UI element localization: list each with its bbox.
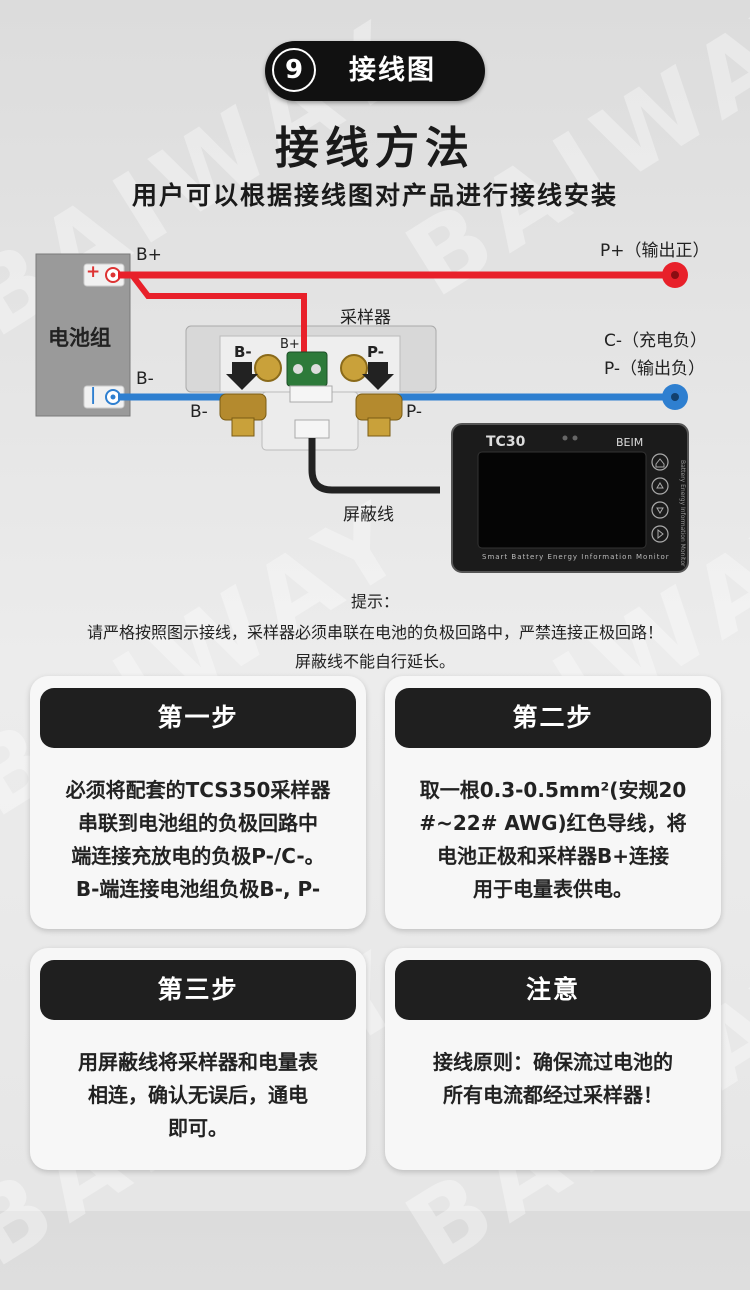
sampler-p-minus-label: P-	[367, 343, 384, 361]
arrow-down-icon	[226, 362, 258, 390]
shield-cable-label: 屏蔽线	[343, 505, 394, 525]
step-line: 用屏蔽线将采样器和电量表	[78, 1050, 318, 1074]
tips-heading: 提示：	[350, 592, 399, 611]
section-number: 9	[272, 48, 316, 92]
page-subtitle: 用户可以根据接线图对产品进行接线安装	[131, 181, 618, 210]
down-button-icon	[651, 501, 669, 519]
play-button-icon	[651, 525, 669, 543]
step-line: 端连接充放电的负极P-/C-。	[71, 844, 325, 868]
sampler-label: 采样器	[340, 308, 391, 328]
section-header-pill: 9 接线图	[265, 41, 485, 101]
red-wire-branch	[129, 273, 307, 360]
note-title: 注意	[395, 960, 711, 1020]
p-minus-bottom-label: P-	[406, 402, 423, 422]
monitor-model: TC30	[486, 434, 526, 450]
sampler-bolt-left	[254, 354, 282, 382]
step-text: 取一根0.3-0.5mm²(安规20 #~22# AWG)红色导线，将 电池正极…	[395, 774, 711, 906]
monitor-caption: Smart Battery Energy Information Monitor	[482, 553, 670, 561]
battery-label: 电池组	[48, 326, 111, 350]
note-text: 接线原则：确保流过电池的 所有电流都经过采样器！	[395, 1046, 711, 1112]
step-line: B-端连接电池组负极B-, P-	[75, 877, 321, 901]
step-title: 第二步	[395, 688, 711, 748]
step-card-3: 第三步 用屏蔽线将采样器和电量表 相连，确认无误后，通电 即可。	[30, 948, 366, 1170]
p-minus-label: P-（输出负）	[604, 359, 706, 379]
p-plus-label: P+（输出正）	[600, 241, 710, 261]
monitor-screen	[477, 451, 647, 549]
tips-line-2: 屏蔽线不能自行延长。	[294, 652, 455, 671]
up-button-icon	[651, 477, 669, 495]
step-line: 即可。	[168, 1116, 228, 1140]
battery-plus-sign: +	[86, 262, 101, 282]
wiring-diagram	[35, 253, 689, 573]
b-plus-top-label: B+	[136, 245, 162, 265]
step-line: 取一根0.3-0.5mm²(安规20	[419, 778, 687, 802]
step-line: #~22# AWG)红色导线，将	[419, 811, 687, 835]
sampler-port	[289, 385, 333, 403]
step-line: 电池正极和采样器B+连接	[436, 844, 669, 868]
b-minus-bottom-label: B-	[190, 402, 208, 422]
b-minus-wire-label: B-	[136, 369, 154, 389]
step-line: 所有电流都经过采样器！	[443, 1083, 663, 1107]
p-minus-lug	[355, 393, 403, 421]
arrow-down-icon	[362, 362, 394, 390]
c-minus-label: C-（充电负）	[604, 331, 708, 351]
battery-minus-sign: |	[90, 385, 97, 405]
step-line: 串联到电池组的负极回路中	[78, 811, 318, 835]
note-card: 注意 接线原则：确保流过电池的 所有电流都经过采样器！	[385, 948, 721, 1170]
step-line: 用于电量表供电。	[473, 877, 633, 901]
page-title: 接线方法	[275, 123, 475, 174]
step-card-1: 第一步 必须将配套的TCS350采样器 串联到电池组的负极回路中 端连接充放电的…	[30, 676, 366, 929]
shield-cable	[308, 438, 440, 494]
step-line: 必须将配套的TCS350采样器	[65, 778, 331, 802]
monitor-brand: BEIM	[616, 436, 644, 449]
step-text: 用屏蔽线将采样器和电量表 相连，确认无误后，通电 即可。	[40, 1046, 356, 1145]
step-card-2: 第二步 取一根0.3-0.5mm²(安规20 #~22# AWG)红色导线，将 …	[385, 676, 721, 929]
sampler-b-minus-label: B-	[234, 343, 252, 361]
b-minus-lug	[219, 393, 267, 421]
home-button-icon	[651, 453, 669, 471]
step-text: 必须将配套的TCS350采样器 串联到电池组的负极回路中 端连接充放电的负极P-…	[40, 774, 356, 906]
tips-line-1: 请严格按照图示接线，采样器必须串联在电池的负极回路中，严禁连接正极回路！	[86, 623, 663, 642]
step-line: 接线原则：确保流过电池的	[433, 1050, 673, 1074]
section-label: 接线图	[349, 55, 436, 86]
cable-plug	[294, 419, 330, 439]
step-line: 相连，确认无误后，通电	[88, 1083, 308, 1107]
step-title: 第一步	[40, 688, 356, 748]
step-title: 第三步	[40, 960, 356, 1020]
sampler-b-plus-label: B+	[280, 337, 300, 352]
sampler-bolt-right	[340, 354, 368, 382]
monitor-side-caption: Battery Energy Information Monitor	[679, 460, 686, 567]
